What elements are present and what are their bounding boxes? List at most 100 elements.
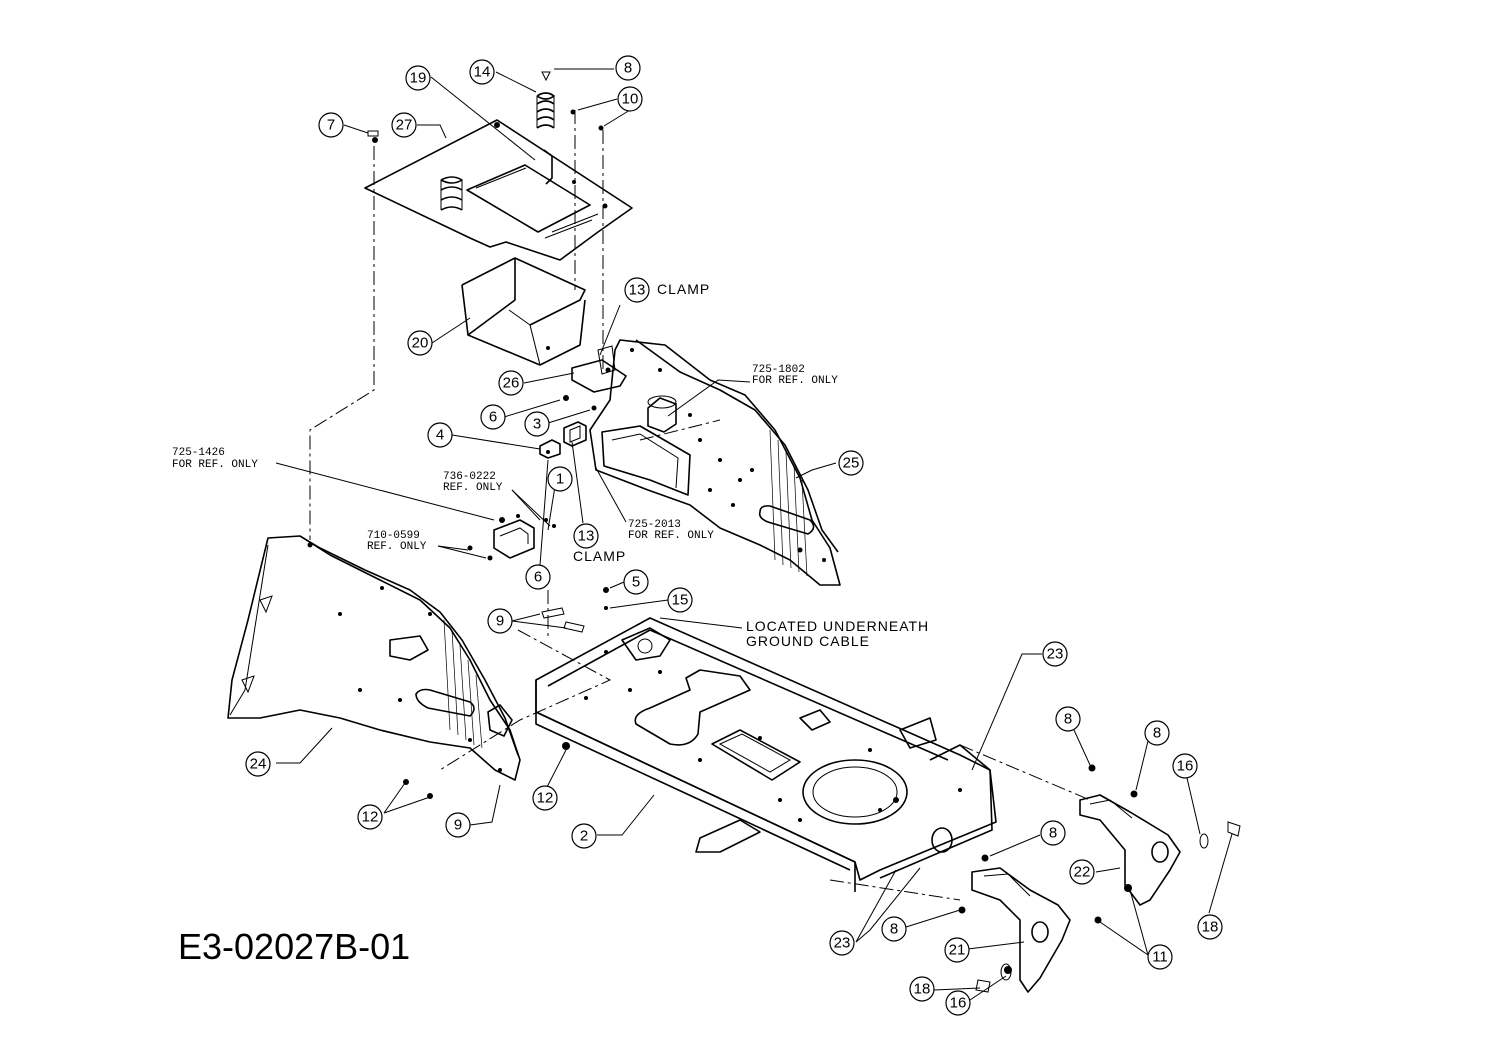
callout-3: 3 <box>524 411 550 437</box>
svg-text:19: 19 <box>410 70 427 87</box>
svg-text:8: 8 <box>1049 825 1057 842</box>
callout-11: 11 <box>1147 944 1173 970</box>
svg-text:6: 6 <box>534 569 542 586</box>
callout-6-upper: 6 <box>480 404 506 430</box>
svg-text:26: 26 <box>503 375 520 392</box>
callout-21: 21 <box>944 937 970 963</box>
top-plate <box>364 119 633 261</box>
spring-upper <box>536 71 555 129</box>
nut-10a <box>570 109 576 115</box>
svg-text:11: 11 <box>1152 949 1168 966</box>
note-ref0599-line1: 710-0599 <box>367 530 420 542</box>
callout-1: 1 <box>547 466 573 492</box>
svg-text:3: 3 <box>533 416 541 433</box>
callout-8-right-4: 8 <box>881 916 907 942</box>
callout-25: 25 <box>838 450 864 476</box>
callout-23-upper: 23 <box>1042 641 1068 667</box>
rear-bracket-21 <box>971 867 1071 993</box>
svg-text:21: 21 <box>949 942 966 959</box>
note-ref2013-line1: 725-2013 <box>628 519 681 531</box>
note-clamp-top: CLAMP <box>657 281 710 297</box>
svg-text:25: 25 <box>843 455 860 472</box>
note-ref1802-line1: 725-1802 <box>752 364 805 376</box>
callout-8-right-3: 8 <box>1040 820 1066 846</box>
hardware-right <box>958 764 1241 993</box>
callout-4: 4 <box>427 422 453 448</box>
callout-12-center: 12 <box>532 785 558 811</box>
callout-9-upper: 9 <box>487 608 513 634</box>
svg-text:13: 13 <box>578 528 595 545</box>
svg-text:9: 9 <box>496 613 504 630</box>
callout-8-top: 8 <box>615 55 641 81</box>
note-ref0599-line2: REF. ONLY <box>367 541 427 553</box>
callout-19: 19 <box>405 65 431 91</box>
note-ref2013-line2: FOR REF. ONLY <box>628 530 714 542</box>
callout-24: 24 <box>245 751 271 777</box>
bolt-9a <box>541 607 565 619</box>
svg-text:18: 18 <box>1202 919 1219 936</box>
svg-text:12: 12 <box>537 790 554 807</box>
washer-15 <box>604 606 608 610</box>
note-located-line1: LOCATED UNDERNEATH <box>746 618 929 634</box>
switch-1 <box>563 421 587 447</box>
callout-15: 15 <box>667 587 693 613</box>
svg-text:5: 5 <box>632 574 640 591</box>
svg-text:18: 18 <box>914 981 931 998</box>
left-side-panel <box>227 535 521 781</box>
svg-text:15: 15 <box>672 592 689 609</box>
svg-text:20: 20 <box>412 335 429 352</box>
svg-text:2: 2 <box>580 828 588 845</box>
nut-10b <box>598 125 604 131</box>
svg-text:8: 8 <box>1064 711 1072 728</box>
callout-13-bottom: 13 <box>573 523 599 549</box>
svg-text:16: 16 <box>950 995 967 1012</box>
plunger-4 <box>539 439 561 459</box>
svg-text:22: 22 <box>1074 864 1091 881</box>
callout-14: 14 <box>469 59 495 85</box>
callout-18-right: 18 <box>1197 914 1223 940</box>
callout-8-right-1: 8 <box>1055 706 1081 732</box>
bracket-26 <box>571 345 627 393</box>
svg-text:14: 14 <box>474 64 491 81</box>
callout-13-top: 13 <box>624 277 650 303</box>
callout-16-right: 16 <box>1172 753 1198 779</box>
svg-text:23: 23 <box>834 935 851 952</box>
note-ref1802-line2: FOR REF. ONLY <box>752 375 838 387</box>
svg-text:4: 4 <box>436 427 444 444</box>
svg-text:8: 8 <box>624 60 632 77</box>
svg-text:6: 6 <box>489 409 497 426</box>
svg-text:7: 7 <box>327 117 335 134</box>
svg-text:24: 24 <box>250 756 267 773</box>
callout-9-lower: 9 <box>445 812 471 838</box>
svg-text:12: 12 <box>362 809 379 826</box>
callout-5: 5 <box>623 569 649 595</box>
note-ref0222-line1: 736-0222 <box>443 471 496 483</box>
callout-22: 22 <box>1069 859 1095 885</box>
screw-3 <box>591 405 597 411</box>
switch-bracket <box>467 514 556 561</box>
callout-12-left: 12 <box>357 804 383 830</box>
note-clamp-bottom: CLAMP <box>573 548 626 564</box>
bolt-7 <box>367 130 379 143</box>
bolt-5 <box>603 587 609 593</box>
svg-text:8: 8 <box>890 921 898 938</box>
callout-6-lower: 6 <box>525 564 551 590</box>
callout-16-left: 16 <box>945 990 971 1016</box>
callout-7: 7 <box>318 112 344 138</box>
svg-text:16: 16 <box>1177 758 1194 775</box>
battery-box <box>461 257 586 366</box>
svg-text:10: 10 <box>622 91 639 108</box>
svg-text:8: 8 <box>1153 725 1161 742</box>
svg-text:9: 9 <box>454 817 462 834</box>
note-ref0222-line2: REF. ONLY <box>443 482 503 494</box>
note-located-line2: GROUND CABLE <box>746 633 870 649</box>
right-side-panel <box>589 339 841 586</box>
rear-bracket-22 <box>1079 794 1181 906</box>
callout-23-lower: 23 <box>829 930 855 956</box>
bolt-9b <box>563 621 585 633</box>
main-frame <box>535 617 997 892</box>
nut-6 <box>563 395 569 401</box>
alignment-lines <box>309 110 1091 901</box>
callout-8-right-2: 8 <box>1144 720 1170 746</box>
